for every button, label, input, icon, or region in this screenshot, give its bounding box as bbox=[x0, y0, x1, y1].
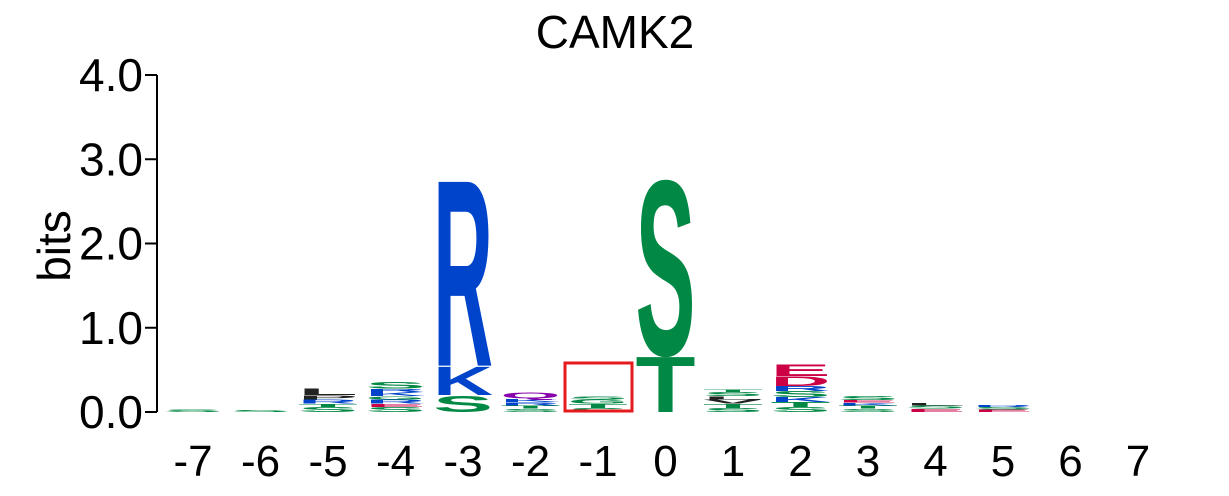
logo-letter: G bbox=[366, 395, 426, 400]
logo-letter: R bbox=[771, 385, 831, 393]
logo-letter: T bbox=[501, 404, 561, 409]
logo-letter: E bbox=[366, 403, 426, 408]
logo-letter: E bbox=[770, 361, 830, 380]
logo-letter: S bbox=[433, 391, 493, 417]
logo-letter: S bbox=[770, 406, 830, 414]
logo-letter: S bbox=[973, 406, 1033, 410]
x-tick-label: 6 bbox=[1058, 437, 1082, 486]
logo-letter: S bbox=[298, 406, 358, 414]
x-tick-label: -7 bbox=[173, 437, 212, 486]
y-tick-label: 3.0 bbox=[79, 133, 143, 185]
y-tick-label: 2.0 bbox=[79, 218, 143, 270]
logo-letter: T bbox=[703, 389, 763, 393]
logo-letter: K bbox=[366, 391, 426, 397]
logo-letter: S bbox=[366, 380, 426, 391]
logo-letter: S bbox=[703, 391, 763, 398]
y-axis-label: bits bbox=[28, 210, 80, 282]
logo-letter: S bbox=[231, 410, 291, 413]
x-tick-label: 0 bbox=[653, 437, 677, 486]
logo-letter: S bbox=[703, 407, 763, 414]
logo-letter: S bbox=[838, 408, 898, 413]
x-tick-label: 2 bbox=[788, 437, 812, 486]
logo-letter: R bbox=[433, 124, 493, 422]
logo-letter: T bbox=[703, 402, 763, 409]
logo-letter: L bbox=[298, 387, 358, 398]
logo-letter: R bbox=[298, 398, 358, 404]
logo-letter: D bbox=[771, 373, 831, 389]
logo-letter: S bbox=[163, 409, 223, 413]
logo-letter: Q bbox=[501, 391, 561, 400]
logo-letter: E bbox=[906, 408, 966, 413]
x-tick-label: -1 bbox=[578, 437, 617, 486]
x-tick-label: 3 bbox=[856, 437, 880, 486]
logo-letter: K bbox=[433, 358, 493, 404]
logo-letter: T bbox=[838, 404, 898, 409]
y-tick-label: 4.0 bbox=[79, 49, 143, 101]
chart-title: CAMK2 bbox=[536, 6, 694, 58]
logo-letter: S bbox=[636, 128, 696, 408]
logo-letter: R bbox=[501, 401, 561, 406]
x-tick-label: 1 bbox=[721, 437, 745, 486]
logo-letter: K bbox=[501, 398, 561, 403]
logo-letter: E bbox=[973, 409, 1033, 413]
x-tick-label: 5 bbox=[991, 437, 1015, 486]
logo-letter: V bbox=[703, 398, 763, 404]
logo-letter: E bbox=[838, 400, 898, 404]
logo-letter: L bbox=[906, 402, 966, 406]
x-tick-label: -2 bbox=[511, 437, 550, 486]
logo-letter: G bbox=[568, 398, 628, 405]
y-axis: 0.0 1.0 2.0 3.0 4.0 bbox=[79, 49, 158, 438]
logo-letter: L bbox=[703, 395, 763, 400]
logo-letter: R bbox=[366, 398, 426, 404]
y-tick-label: 0.0 bbox=[79, 386, 143, 438]
logo-letter: K bbox=[838, 402, 898, 406]
logo-letter: T bbox=[636, 340, 696, 429]
x-tick-label: -5 bbox=[308, 437, 347, 486]
logo-letter: R bbox=[973, 405, 1033, 408]
logo-letter: K bbox=[771, 396, 832, 404]
x-tick-label: -4 bbox=[376, 437, 415, 486]
logo-letter: S bbox=[365, 406, 425, 414]
logo-letter: S bbox=[771, 389, 831, 398]
logo-letter: S bbox=[838, 395, 898, 402]
x-tick-label: 4 bbox=[923, 437, 947, 486]
logo-letter: S bbox=[501, 408, 561, 413]
logo-letter: R bbox=[366, 388, 426, 393]
highlight-box bbox=[563, 361, 634, 413]
x-tick-label: -6 bbox=[241, 437, 280, 486]
x-tick-label: 7 bbox=[1126, 437, 1150, 486]
y-tick-label: 1.0 bbox=[79, 302, 143, 354]
logo-letter: P bbox=[298, 394, 358, 401]
logo-letter: T bbox=[568, 402, 628, 409]
logo-letter: T bbox=[298, 403, 358, 408]
highlight-layer bbox=[563, 361, 634, 413]
x-tick-label: -3 bbox=[443, 437, 482, 486]
logo-letter: S bbox=[906, 404, 966, 409]
logo-letter: T bbox=[771, 401, 831, 409]
logo-letter: S bbox=[568, 395, 628, 400]
